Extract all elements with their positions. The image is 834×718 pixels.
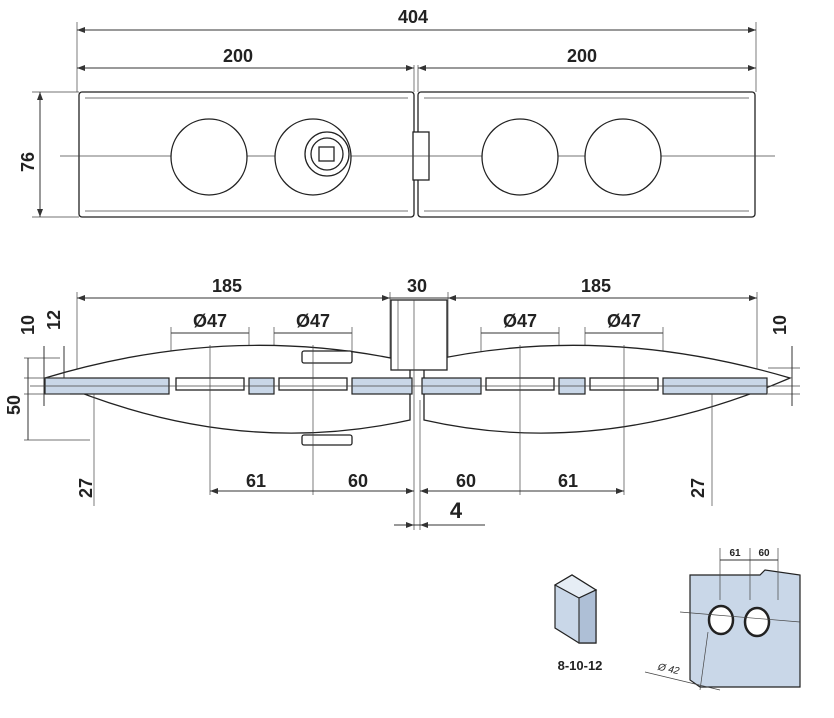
dim-right-width: 200 (567, 46, 597, 66)
dim-total-width: 404 (398, 7, 428, 27)
dim-right-length: 185 (581, 276, 611, 296)
dim-right-spacing-2: 61 (558, 471, 578, 491)
dim-left-width: 200 (223, 46, 253, 66)
dim-total-height: 50 (4, 395, 24, 415)
dim-center-width: 30 (407, 276, 427, 296)
dim-hole-1: Ø47 (193, 311, 227, 331)
glass-thickness-detail: 8-10-12 (553, 574, 603, 673)
glass-thickness-label: 8-10-12 (558, 658, 603, 673)
dim-hole-3: Ø47 (503, 311, 537, 331)
cutout-detail: 61 60 Ø 42 (644, 548, 801, 691)
lock-knob-top (301, 350, 353, 364)
dim-gap: 4 (450, 498, 463, 523)
hole-left-1 (170, 118, 248, 196)
hole-right-2 (584, 118, 662, 196)
dim-left-offset: 12 (44, 310, 64, 330)
dim-left-length: 185 (212, 276, 242, 296)
dim-height: 76 (18, 152, 38, 172)
dim-left-spacing-2: 60 (348, 471, 368, 491)
cutout-diameter: Ø 42 (656, 662, 681, 678)
dim-hole-2: Ø47 (296, 311, 330, 331)
lock-square-icon (318, 146, 335, 162)
lock-knob-bottom (301, 434, 353, 446)
hole-right-1 (481, 118, 559, 196)
hinge-block (390, 299, 448, 371)
top-view: 404 200 200 76 (18, 7, 775, 218)
dim-right-depth: 27 (688, 478, 708, 498)
dim-hole-4: Ø47 (607, 311, 641, 331)
dim-right-glass: 10 (770, 315, 790, 335)
cutout-hole-1 (707, 604, 735, 636)
dim-left-depth: 27 (76, 478, 96, 498)
side-view: 185 30 185 Ø47 Ø47 Ø47 Ø47 (4, 276, 800, 530)
dim-left-spacing-1: 61 (246, 471, 266, 491)
cutout-hole-2 (743, 606, 771, 638)
dim-right-spacing-1: 60 (456, 471, 476, 491)
cutout-spacing-2: 60 (758, 548, 770, 559)
cutout-spacing-1: 61 (729, 548, 741, 559)
dim-left-glass: 10 (18, 315, 38, 335)
